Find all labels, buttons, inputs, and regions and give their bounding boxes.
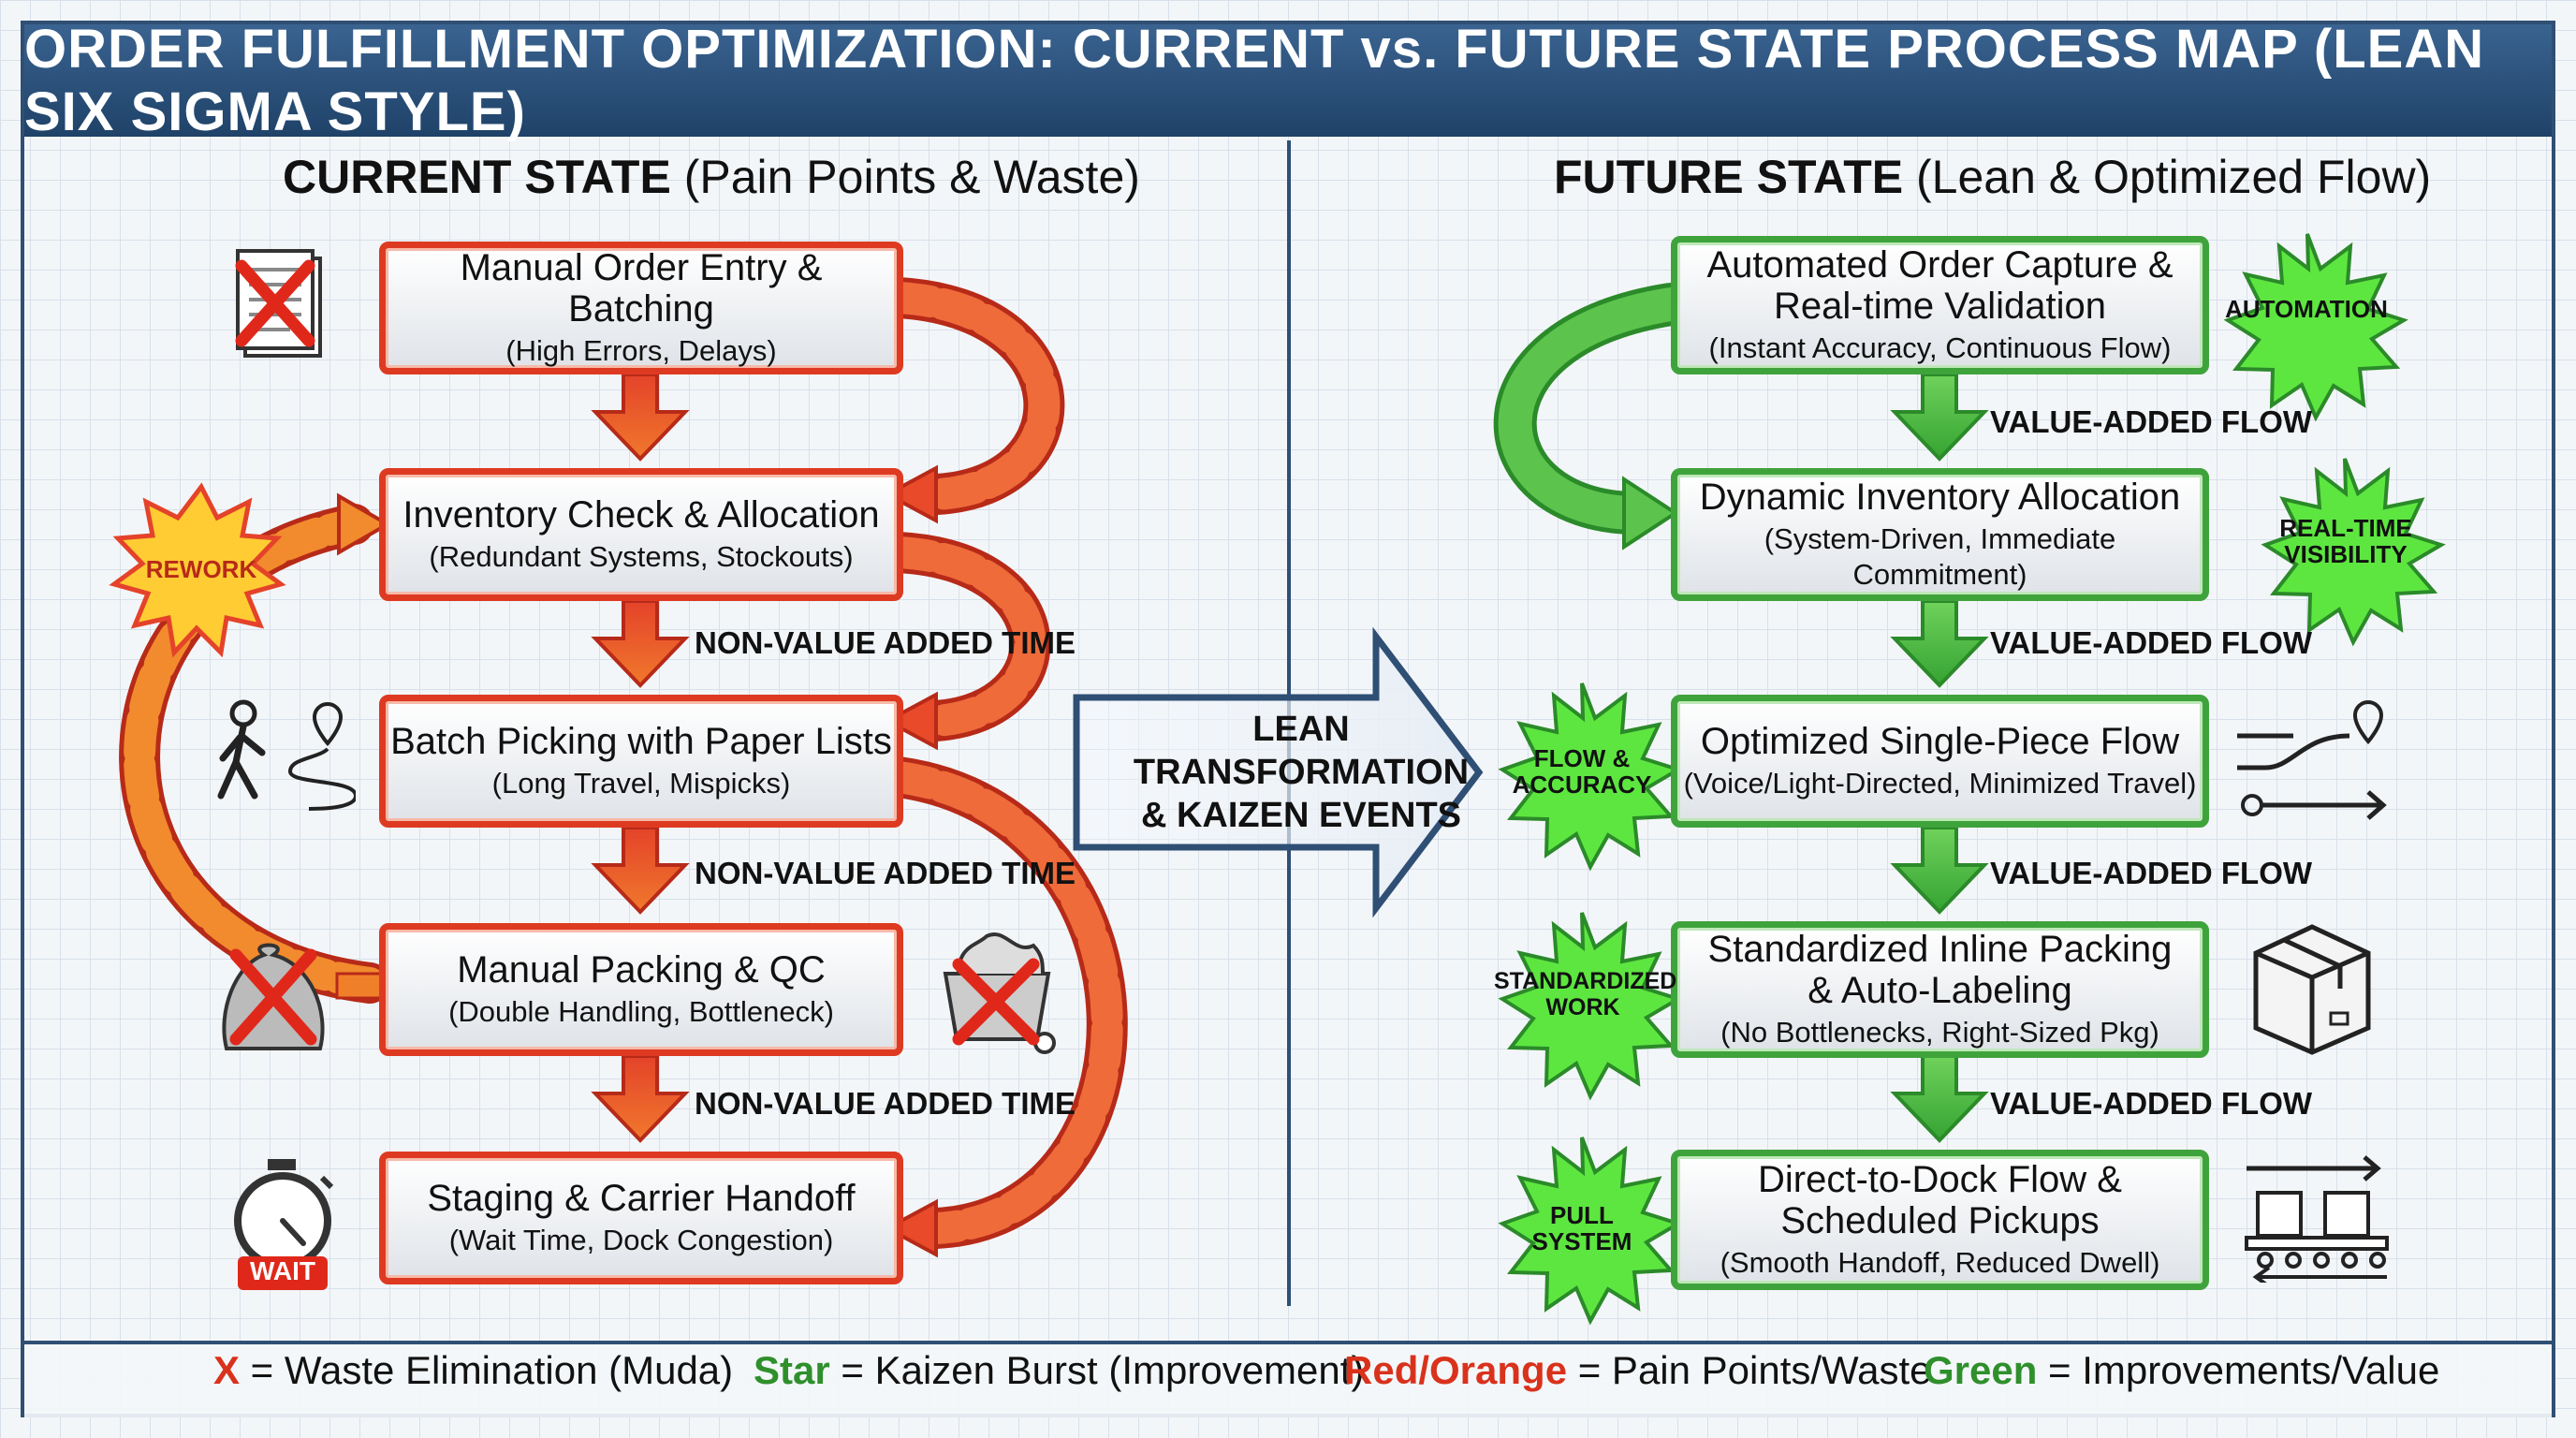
legend-item-value: Green = Improvements/Value [1924, 1348, 2440, 1392]
future-step-4: Standardized Inline Packing & Auto-Label… [1671, 921, 2209, 1058]
future-step-3-sub: (Voice/Light-Directed, Minimized Travel) [1683, 767, 2197, 800]
transformation-label: LEAN TRANSFORMATION & KAIZEN EVENTS [1133, 710, 1470, 835]
page-title: ORDER FULFILLMENT OPTIMIZATION: CURRENT … [24, 19, 2552, 142]
current-step-3: Batch Picking with Paper Lists (Long Tra… [379, 695, 903, 828]
wait-label: WAIT [250, 1256, 315, 1285]
rework-label: REWORK [145, 555, 257, 583]
future-flow-label-3: VALUE-ADDED FLOW [1990, 856, 2313, 890]
future-step-1-title: Automated Order Capture & Real-time Vali… [1706, 244, 2174, 327]
conveyor-belt-icon [2245, 1155, 2389, 1283]
future-step-4-title: Standardized Inline Packing & Auto-Label… [1707, 929, 2173, 1011]
current-step-3-title: Batch Picking with Paper Lists [390, 721, 892, 762]
future-step-5: Direct-to-Dock Flow & Scheduled Pickups … [1671, 1150, 2209, 1290]
burst-flow-accuracy: FLOW & ACCURACY [1512, 744, 1652, 799]
future-step-4-sub: (No Bottlenecks, Right-Sized Pkg) [1720, 1016, 2159, 1049]
document-x-icon [235, 249, 322, 358]
current-step-1: Manual Order Entry & Batching (High Erro… [379, 242, 903, 374]
burst-standardized-work: STANDARDIZED WORK [1494, 968, 1677, 1020]
future-down-arrows [1890, 373, 1989, 1143]
current-flow-label-1: NON-VALUE ADDED TIME [695, 625, 1076, 660]
current-flow-label-2: NON-VALUE ADDED TIME [695, 856, 1076, 890]
kaizen-bursts [1498, 233, 2446, 1326]
burst-pull-system: PULL SYSTEM [1531, 1201, 1632, 1255]
current-step-2-title: Inventory Check & Allocation [402, 494, 880, 536]
current-step-1-title: Manual Order Entry & Batching [460, 247, 823, 330]
legend-bar [24, 1341, 2552, 1417]
current-step-4-sub: (Double Handling, Bottleneck) [448, 995, 834, 1028]
future-step-2: Dynamic Inventory Allocation (System-Dri… [1671, 468, 2209, 601]
current-step-5-title: Staging & Carrier Handoff [427, 1178, 856, 1219]
legend-item-waste: X = Waste Elimination (Muda) [213, 1348, 734, 1392]
current-step-2: Inventory Check & Allocation (Redundant … [379, 468, 903, 601]
future-flow-label-2: VALUE-ADDED FLOW [1990, 625, 2313, 660]
future-step-5-title: Direct-to-Dock Flow & Scheduled Pickups [1758, 1159, 2122, 1241]
current-step-2-sub: (Redundant Systems, Stockouts) [429, 540, 854, 573]
future-state-heading: FUTURE STATE (Lean & Optimized Flow) [1554, 151, 2432, 203]
legend-item-pain: Red/Orange = Pain Points/Waste [1344, 1348, 1932, 1392]
future-step-2-sub: (System-Driven, Immediate Commitment) [1764, 522, 2116, 591]
current-state-heading: CURRENT STATE (Pain Points & Waste) [283, 151, 1140, 203]
legend-item-kaizen: Star = Kaizen Burst (Improvement) [754, 1348, 1365, 1392]
current-down-arrows [591, 373, 690, 1143]
current-flow-label-3: NON-VALUE ADDED TIME [695, 1086, 1076, 1121]
package-box-icon [2253, 924, 2371, 1055]
future-flow-label-1: VALUE-ADDED FLOW [1990, 404, 2313, 439]
current-step-4-title: Manual Packing & QC [457, 949, 826, 990]
rework-burst [109, 482, 286, 658]
current-step-4: Manual Packing & QC (Double Handling, Bo… [379, 923, 903, 1056]
future-step-5-sub: (Smooth Handoff, Reduced Dwell) [1720, 1246, 2160, 1279]
future-flow-label-4: VALUE-ADDED FLOW [1990, 1086, 2313, 1121]
route-optimization-icon [2237, 699, 2387, 820]
stopwatch-icon [234, 1159, 334, 1290]
trash-bag-x-icon [222, 943, 325, 1050]
burst-automation: AUTOMATION [2225, 295, 2388, 323]
future-step-3: Optimized Single-Piece Flow (Voice/Light… [1671, 695, 2209, 828]
future-step-1: Automated Order Capture & Real-time Vali… [1671, 236, 2209, 374]
current-step-1-sub: (High Errors, Delays) [505, 334, 777, 367]
future-step-3-title: Optimized Single-Piece Flow [1700, 721, 2180, 762]
walking-route-icon [217, 699, 356, 811]
future-step-2-title: Dynamic Inventory Allocation [1699, 477, 2181, 518]
current-step-5-sub: (Wait Time, Dock Congestion) [448, 1224, 834, 1256]
current-step-5: Staging & Carrier Handoff (Wait Time, Do… [379, 1152, 903, 1284]
future-step-1-sub: (Instant Accuracy, Continuous Flow) [1708, 331, 2172, 364]
current-step-3-sub: (Long Travel, Mispicks) [491, 767, 791, 800]
transformation-arrow [1073, 626, 1484, 918]
burst-real-time-visibility: REAL-TIME VISIBILITY [2279, 514, 2412, 568]
waste-bin-x-icon [943, 932, 1056, 1054]
